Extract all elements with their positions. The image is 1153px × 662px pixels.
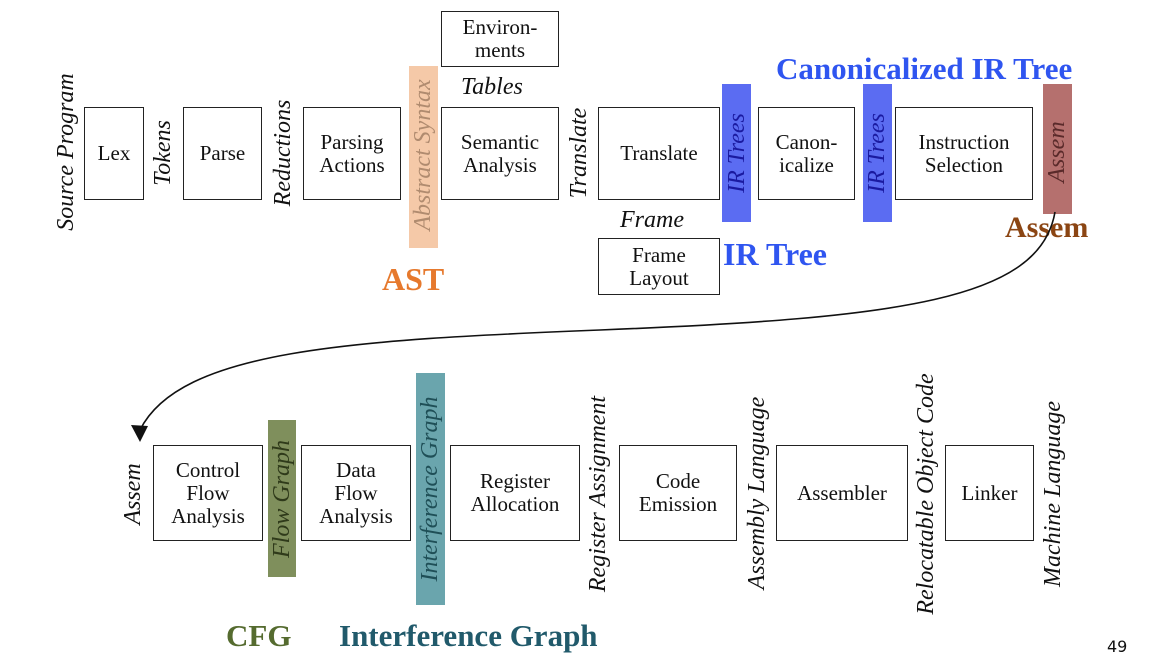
assem-band bbox=[1043, 84, 1072, 214]
register-allocation-box: Register Allocation bbox=[450, 445, 580, 541]
ast-annotation: AST bbox=[382, 261, 445, 297]
translate-box: Translate bbox=[598, 107, 720, 200]
environments-box: Environ- ments bbox=[441, 11, 559, 67]
interference-graph-annotation: Interference Graph bbox=[339, 618, 598, 653]
interference-graph-band bbox=[416, 373, 445, 605]
page-number: 49 bbox=[1107, 637, 1128, 656]
ast-band bbox=[409, 66, 438, 248]
control-flow-analysis-box: Control Flow Analysis bbox=[153, 445, 263, 541]
assembler-box: Assembler bbox=[776, 445, 908, 541]
ir-tree-annotation: IR Tree bbox=[723, 236, 827, 272]
frame-label: Frame bbox=[620, 207, 684, 233]
semantic-analysis-box: Semantic Analysis bbox=[441, 107, 559, 200]
ir-trees-band-1 bbox=[722, 84, 751, 222]
parsing-actions-box: Parsing Actions bbox=[303, 107, 401, 200]
parse-box: Parse bbox=[183, 107, 262, 200]
flow-graph-band bbox=[268, 420, 296, 577]
canonicalized-ir-tree-annotation: Canonicalized IR Tree bbox=[776, 51, 1073, 86]
lex-box: Lex bbox=[84, 107, 144, 200]
ir-trees-band-2 bbox=[863, 84, 892, 222]
canonicalize-box: Canon- icalize bbox=[758, 107, 855, 200]
code-emission-box: Code Emission bbox=[619, 445, 737, 541]
data-flow-analysis-box: Data Flow Analysis bbox=[301, 445, 411, 541]
linker-box: Linker bbox=[945, 445, 1034, 541]
frame-layout-box: Frame Layout bbox=[598, 238, 720, 295]
cfg-annotation: CFG bbox=[226, 618, 292, 653]
instruction-selection-box: Instruction Selection bbox=[895, 107, 1033, 200]
tables-label: Tables bbox=[461, 74, 523, 100]
